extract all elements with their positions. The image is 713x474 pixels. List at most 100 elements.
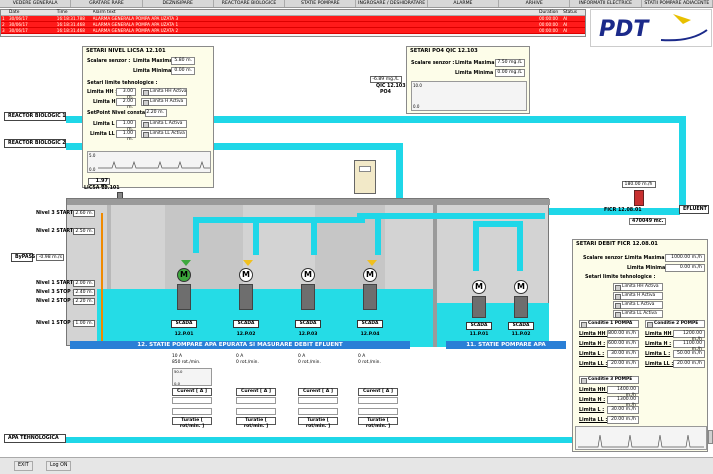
level-l-input[interactable]: 1.00 m. — [116, 120, 136, 132]
level-l-label: Limita L : — [93, 122, 119, 127]
flow-max-input[interactable]: 1000.00 m./h — [665, 254, 705, 262]
pump-tag-1: 12.P.01 — [174, 332, 194, 337]
warning-indicator-icon — [367, 260, 377, 266]
po4-max-label: Limita Maxima : — [455, 61, 499, 66]
level-scaling-label: Scalare senzor : — [87, 59, 131, 64]
level-trend-min: 0.0 — [89, 167, 96, 172]
condition-2-input-3[interactable]: 20.00 m./h — [673, 360, 705, 368]
pump-tag-2: 12.P.02 — [236, 332, 256, 337]
tech-pump-body-1 — [472, 296, 486, 318]
pump-motor-4[interactable]: M — [363, 268, 377, 282]
condition-1-input-0[interactable]: 800.00 m./h — [607, 330, 639, 338]
level-setpoint-input[interactable]: 2.20 m. — [145, 109, 167, 117]
flow-min-input[interactable]: 0.00 m./h — [665, 264, 705, 272]
level-ll-input[interactable]: 1.00 m. — [116, 130, 136, 142]
pipe-efluent — [549, 208, 680, 215]
po4-min-label: Limita Minima : — [455, 71, 497, 76]
condition-1-input-1[interactable]: 600.00 m./h — [607, 340, 639, 348]
flow-l-active-checkbox[interactable]: Limita L Activa — [613, 301, 663, 309]
condition-1-input-3[interactable]: 20.00 m./h — [607, 360, 639, 368]
alarm-col-duration: Duration — [539, 10, 559, 15]
scada-button-3[interactable]: SCADA — [295, 320, 321, 328]
reactor-1-inlet: REACTOR BIOLOGIC 1 — [4, 112, 66, 121]
condition-1-input-2[interactable]: 30.00 m./h — [607, 350, 639, 358]
flow-meter-icon[interactable] — [634, 190, 644, 206]
pump-motor-3[interactable]: M — [301, 268, 315, 282]
pump-current-value-3: 0 A — [298, 354, 306, 359]
level-hh-active-checkbox[interactable]: Limita HH Activa — [141, 88, 187, 96]
station-11-banner: 11. STATIE POMPARE APA TEHNOLOGICA — [446, 341, 566, 356]
level-h-active-checkbox[interactable]: Limita H Activa — [141, 98, 187, 106]
condition-1-checkbox[interactable]: Conditie 1 POMPA — [579, 320, 639, 328]
nav-tab-4[interactable]: STATIE POMPARE — [285, 0, 357, 7]
pump-motor-2[interactable]: M — [239, 268, 253, 282]
lic-level-value: 1.97 m. — [88, 178, 110, 189]
flow-tag: FICR 12.08.01 — [604, 208, 642, 213]
condition-2-input-2[interactable]: 50.00 m./h — [673, 350, 705, 358]
condition-3-input-3[interactable]: 20.00 m./h — [607, 416, 639, 424]
nav-tab-2[interactable]: DEZNISIPARE — [143, 0, 214, 7]
level-max-input[interactable]: 5.80 m. — [171, 57, 195, 65]
level-ll-label: Limita LL : — [90, 132, 119, 137]
scada-button-4[interactable]: SCADA — [357, 320, 383, 328]
alarm-cell: 16:18:31.468 — [56, 28, 85, 33]
nav-tab-7[interactable]: ARHIVE — [499, 0, 571, 7]
condition-2-input-1[interactable]: 1100.00 m./h — [673, 340, 705, 352]
level-h-input[interactable]: 2.00 m. — [116, 98, 136, 110]
nav-tab-6[interactable]: ALARME — [428, 0, 500, 7]
scada-button-2[interactable]: SCADA — [233, 320, 259, 328]
exit-button[interactable]: EXIT — [14, 461, 33, 471]
nav-tab-9[interactable]: STATII POMPARE ADIACENTE — [642, 0, 713, 7]
po4-min-input[interactable]: 0.00 mg./L — [495, 69, 525, 77]
scroll-handle[interactable] — [708, 430, 713, 444]
pump-rpm-box-3: Turatie [ rot/min. ] — [298, 417, 338, 429]
po4-analyzer[interactable] — [354, 160, 376, 194]
alarm-cell: 00:00:00 — [539, 22, 558, 27]
condition-2-checkbox[interactable]: Conditie 2 POMPE — [645, 320, 705, 328]
tech-scada-button-1[interactable]: SCADA — [466, 322, 492, 330]
level-l-active-checkbox[interactable]: Limita L Activa — [141, 120, 187, 128]
pump-motor-1[interactable]: M — [177, 268, 191, 282]
nav-tab-8[interactable]: INFORMATII ELECTRICE — [570, 0, 642, 7]
po4-max-input[interactable]: 7.50 mg./L — [495, 59, 525, 67]
tech-pump-motor-2[interactable]: M — [514, 280, 528, 294]
flow-hh-active-checkbox[interactable]: Limita HH Activa — [613, 283, 663, 291]
nav-tab-0[interactable]: VEDERE GENERALA — [0, 0, 72, 7]
level-hh-input[interactable]: 3.00 m. — [116, 88, 136, 100]
pump-rpm-box-2: Turatie [ rot/min. ] — [236, 417, 276, 429]
nav-tab-1[interactable]: GRATARE RARE — [71, 0, 143, 7]
alarm-col-status: Status — [563, 10, 578, 15]
level-min-input[interactable]: 0.00 m. — [171, 67, 195, 75]
scada-button-1[interactable]: SCADA — [171, 320, 197, 328]
level-ll-active-checkbox[interactable]: Limita LL Activa — [141, 130, 187, 138]
tech-pump-motor-1[interactable]: M — [472, 280, 486, 294]
condition-2-input-0[interactable]: 1200.00 m./h — [673, 330, 705, 342]
pipe-apa-tehnologica — [66, 437, 713, 443]
alarm-cell: ALARMA GENERALA POMPA APA UZATA 1 — [92, 22, 179, 27]
level-settings-panel: SETARI NIVEL LIC5A 12.101 Scalare senzor… — [82, 46, 214, 188]
flow-ll-active-checkbox[interactable]: Limita LL Activa — [613, 310, 663, 318]
alarm-col-date: Date — [8, 10, 20, 15]
tech-scada-button-2[interactable]: SCADA — [508, 322, 534, 330]
condition-3-input-0[interactable]: 1400.00 m./h — [607, 386, 639, 398]
flow-h-active-checkbox[interactable]: Limita H Activa — [613, 292, 663, 300]
alarm-cell: AI — [563, 22, 568, 27]
pump-rpm-bar-3 — [298, 408, 338, 415]
condition-3-checkbox[interactable]: Conditie 3 POMPE — [579, 376, 639, 384]
pump-current-value-4: 0 A — [358, 354, 366, 359]
condition-3-input-1[interactable]: 1300.00 m./h — [607, 396, 639, 408]
po4-settings-panel: SETARI PO4 QIC 12.103 Scalare senzor : L… — [406, 46, 530, 114]
flow-total: 470049 mc. — [629, 218, 667, 225]
level-1-start-label: Nivel 1 START : — [36, 281, 77, 286]
nav-tab-5[interactable]: INGROSARE / DESHIDRATARE — [356, 0, 428, 7]
condition-3-input-2[interactable]: 30.00 m./h — [607, 406, 639, 414]
po4-trend-chart: 10.0 0.0 — [411, 81, 527, 111]
level-setpoint-label: SetPoint Nivel constant : — [87, 111, 155, 116]
nav-tab-3[interactable]: REACTOARE BIOLOGICE — [214, 0, 286, 7]
log-on-button[interactable]: Log ON — [46, 461, 72, 471]
alarm-cell: ALARMA GENERALA POMPA APA UZATA 3 — [92, 16, 179, 21]
alarm-cell: 16:18:31.468 — [56, 22, 85, 27]
